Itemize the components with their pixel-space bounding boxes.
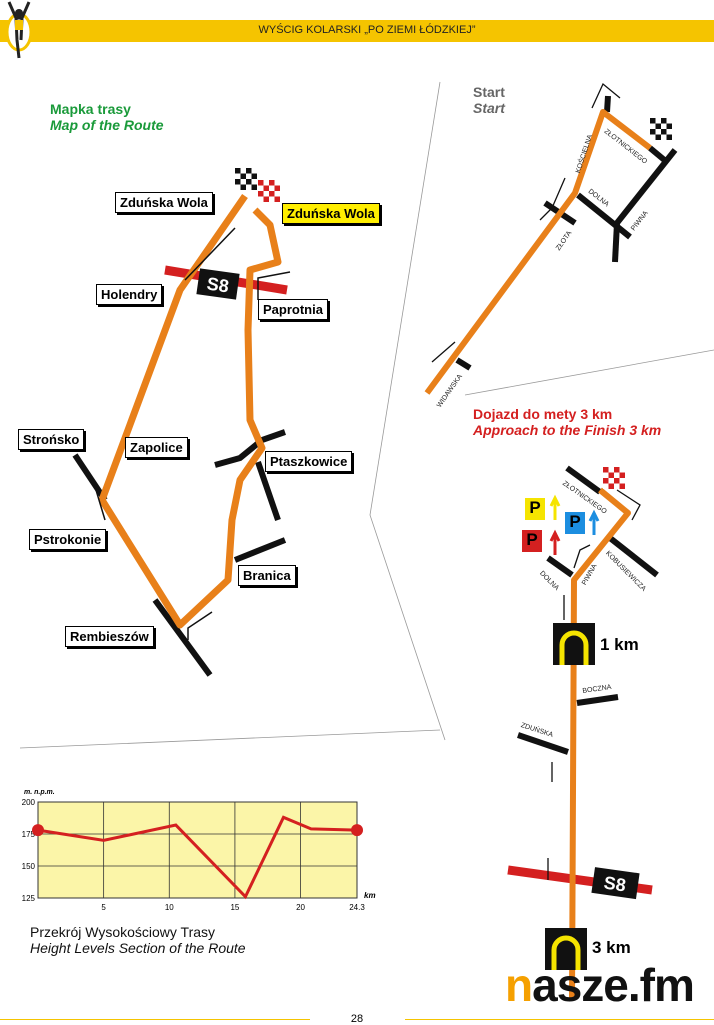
place-label: Branica [238,565,296,586]
profile-title-en: Height Levels Section of the Route [30,940,246,956]
km-marker-1: 1 km [600,635,639,654]
finish-flag-icon [650,118,672,140]
nasze-fm-logo: nasze.fm [505,958,695,1012]
elevation-endpoint [32,824,44,837]
place-label: Paprotnia [258,299,328,320]
place-label-finish: Zduńska Wola [282,203,380,224]
route-map-title-en: Map of the Route [50,117,164,133]
finish-map: S8 [507,465,659,1001]
place-label: Ptaszkowice [265,451,353,472]
x-tick-label: 5 [101,903,106,910]
page-number: 28 [350,1013,364,1025]
finish-map-title: Dojazd do mety 3 km Approach to the Fini… [473,406,661,438]
finish-title-pl: Dojazd do mety 3 km [473,406,613,422]
start-map-title: Start Start [473,84,505,116]
y-tick-label: 125 [22,894,36,903]
y-tick-label: 200 [22,798,36,807]
place-label: Rembieszów [65,626,154,647]
parking-arrows-icon [549,494,600,555]
start-flag-icon [258,180,280,202]
elevation-line [37,815,358,900]
logo-n: n [505,959,533,1011]
km-marker-3: 3 km [592,938,631,957]
x-tick-label: 15 [230,903,239,910]
profile-title: Przekrój Wysokościowy Trasy Height Level… [30,924,246,956]
parking-sign-red: P [522,530,542,552]
y-tick-label: 150 [22,862,36,871]
route-map-title: Mapka trasy Map of the Route [50,101,164,133]
elevation-endpoint [351,824,363,837]
footer-line-right [405,1019,714,1020]
profile-title-pl: Przekrój Wysokościowy Trasy [30,924,216,940]
route-map: S8 [72,168,291,677]
finish-flag-icon [603,467,625,489]
start-map [424,82,678,395]
place-label: Zapolice [125,437,188,458]
footer-line-left [0,1019,310,1020]
y-axis-label: m. n.p.m. [24,789,55,796]
parking-sign-blue: P [565,512,585,534]
place-label: Holendry [96,284,163,305]
header-title: WYŚCIG KOLARSKI „PO ZIEMI ŁÓDZKIEJ” [258,24,476,36]
x-tick-label: 10 [165,903,174,910]
chart-plot-area [37,801,358,899]
place-label: Strońsko [18,429,85,450]
cyclist-logo-icon [5,1,33,59]
elevation-chart: 200 175 150 125 5 10 15 20 24,3 m. n.p.m. km [22,789,376,910]
route-map-title-pl: Mapka trasy [50,101,131,117]
start-title-en: Start [473,100,505,116]
three-km-sign-icon [545,928,587,970]
parking-sign-yellow: P [525,498,545,520]
place-label: Pstrokonie [29,529,107,550]
logo-rest: asze.fm [532,959,695,1011]
finish-title-en: Approach to the Finish 3 km [473,422,662,438]
svg-text:S8: S8 [206,274,231,297]
finish-flag-icon [235,168,257,190]
x-axis-label: km [364,891,376,900]
start-title-pl: Start [473,84,505,100]
y-tick-label: 175 [22,830,36,839]
header-bar [0,20,714,42]
one-km-sign-icon [553,623,595,665]
svg-text:S8: S8 [603,873,628,896]
place-label: Zduńska Wola [115,192,213,213]
x-tick-label: 20 [296,903,305,910]
x-tick-label: 24,3 [349,903,365,910]
